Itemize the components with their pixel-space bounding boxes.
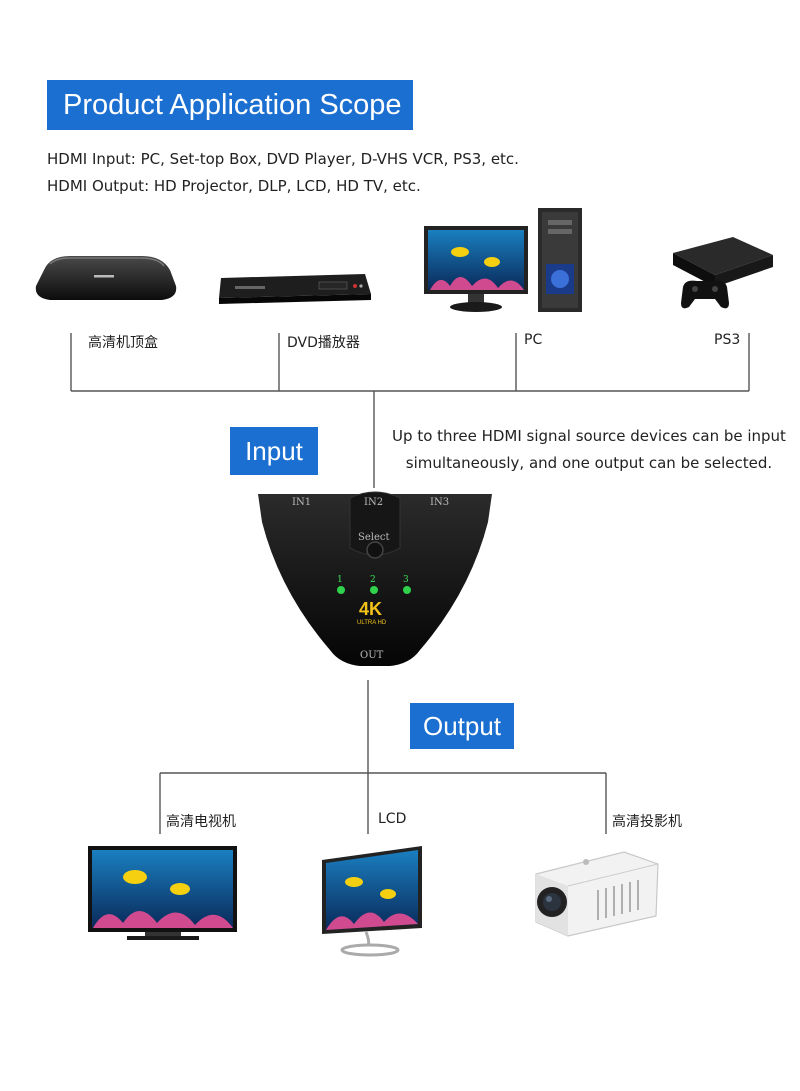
output-label: Output (410, 703, 514, 749)
lcd-monitor-icon (322, 846, 422, 957)
select-button-label: Select (358, 532, 390, 543)
output-label-projector: 高清投影机 (612, 814, 682, 830)
source-label-dvd-player: DVD播放器 (287, 335, 360, 351)
indicator-led-1 (337, 586, 345, 594)
output-label-lcd: LCD (378, 811, 407, 827)
indicator-led-2 (370, 586, 378, 594)
source-label-pc: PC (524, 332, 543, 348)
output-label-hd-tv: 高清电视机 (166, 814, 236, 830)
port-label-in3: IN3 (430, 497, 449, 508)
dvd-player-icon (219, 274, 371, 304)
indicator-label-3: 3 (403, 575, 409, 585)
switcher-note: Up to three HDMI signal source devices c… (392, 427, 786, 472)
indicator-led-3 (403, 586, 411, 594)
port-label-in2: IN2 (364, 497, 383, 508)
hdmi-input-description: HDMI Input: PC, Set-top Box, DVD Player,… (47, 150, 519, 168)
hdmi-switcher: IN1 IN2 IN3 Select 1 2 3 4K ULTRA HD OUT (258, 491, 492, 666)
hd-tv-icon (88, 846, 237, 940)
pc-icon (424, 208, 582, 312)
4k-badge-subtitle: ULTRA HD (357, 620, 387, 626)
source-label-ps3: PS3 (714, 332, 741, 348)
ps3-console-icon (673, 237, 773, 309)
set-top-box-icon (35, 256, 177, 300)
indicator-label-2: 2 (370, 575, 376, 585)
port-label-in1: IN1 (292, 497, 311, 508)
projector-icon (535, 851, 659, 937)
out-port-label: OUT (360, 650, 384, 661)
4k-badge: 4K (359, 599, 382, 619)
source-label-set-top-box: 高清机顶盒 (88, 335, 158, 351)
indicator-label-1: 1 (337, 575, 343, 585)
page-title: Product Application Scope (47, 80, 413, 130)
hdmi-output-description: HDMI Output: HD Projector, DLP, LCD, HD … (47, 177, 421, 195)
input-label: Input (230, 427, 318, 475)
